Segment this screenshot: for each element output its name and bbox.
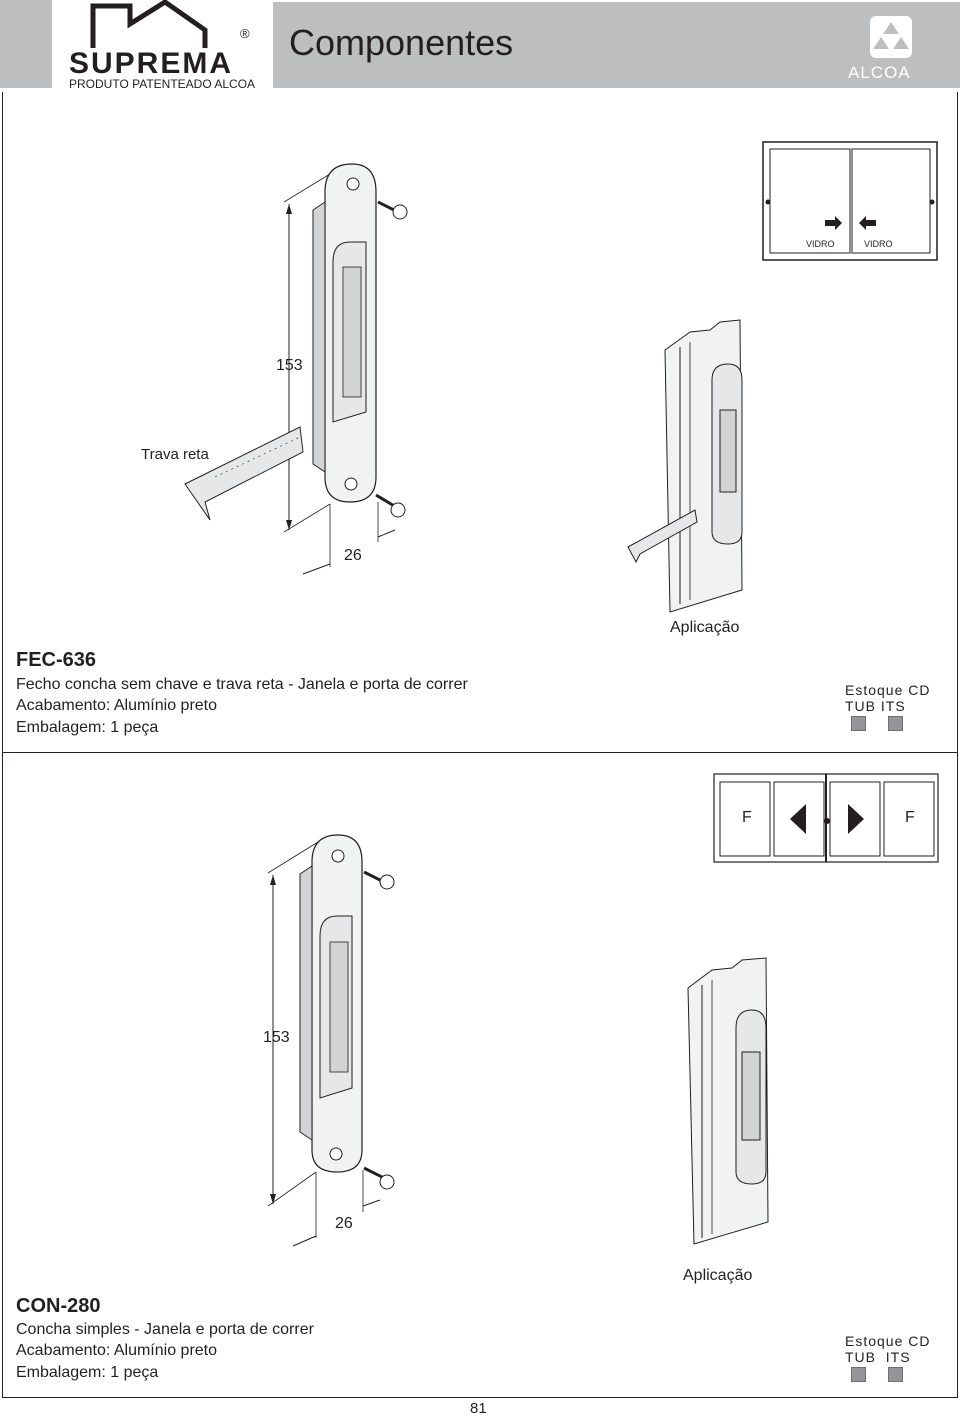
alcoa-logo-icon <box>870 16 912 58</box>
fec-stock-its-box <box>888 716 903 731</box>
con-height-dimension: 153 <box>263 1029 290 1046</box>
fec-packaging: Embalagem: 1 peça <box>16 719 159 736</box>
fec-stock-tub-box <box>851 716 866 731</box>
content-frame <box>2 92 958 1398</box>
partner-name: ALCOA <box>848 63 911 82</box>
header-bar: Componentes <box>273 2 960 88</box>
fec-product-code: FEC-636 <box>16 649 97 671</box>
page-title: Componentes <box>289 22 514 63</box>
con-application-label: Aplicação <box>683 1267 753 1284</box>
fec-636-drawing <box>184 141 938 613</box>
con-stock-its-box <box>888 1367 903 1382</box>
con-product-code: CON-280 <box>16 1295 101 1317</box>
suprema-logo <box>90 0 208 48</box>
registered-mark: ® <box>240 26 250 41</box>
fec-application-label: Aplicação <box>670 619 740 636</box>
brand-name: SUPREMA <box>69 47 234 80</box>
con-width-dimension: 26 <box>335 1215 353 1232</box>
con-stock-columns: TUB ITS <box>845 1349 911 1365</box>
fec-finish: Acabamento: Alumínio preto <box>16 697 218 714</box>
fec-height-dimension: 153 <box>276 357 303 374</box>
window-label-right: VIDRO <box>864 239 893 249</box>
trava-reta-callout: Trava reta <box>141 446 209 463</box>
section-divider <box>2 752 958 753</box>
con-packaging: Embalagem: 1 peça <box>16 1364 159 1381</box>
fec-stock-columns: TUB ITS <box>845 698 906 714</box>
fec-stock-title: Estoque CD <box>845 682 931 698</box>
window-fixed-right: F <box>905 809 915 826</box>
con-finish: Acabamento: Alumínio preto <box>16 1342 218 1359</box>
window-fixed-left: F <box>742 809 752 826</box>
brand-subtitle: PRODUTO PATENTEADO ALCOA <box>69 77 256 91</box>
fec-description: Fecho concha sem chave e trava reta - Ja… <box>16 676 468 693</box>
window-label-left: VIDRO <box>806 239 835 249</box>
con-stock-tub-box <box>851 1367 866 1382</box>
con-description: Concha simples - Janela e porta de corre… <box>16 1321 314 1338</box>
page-number: 81 <box>470 1400 487 1417</box>
con-stock-title: Estoque CD <box>845 1333 931 1349</box>
con-280-drawing <box>267 773 939 1247</box>
fec-width-dimension: 26 <box>344 547 362 564</box>
header-left-band <box>0 0 52 88</box>
